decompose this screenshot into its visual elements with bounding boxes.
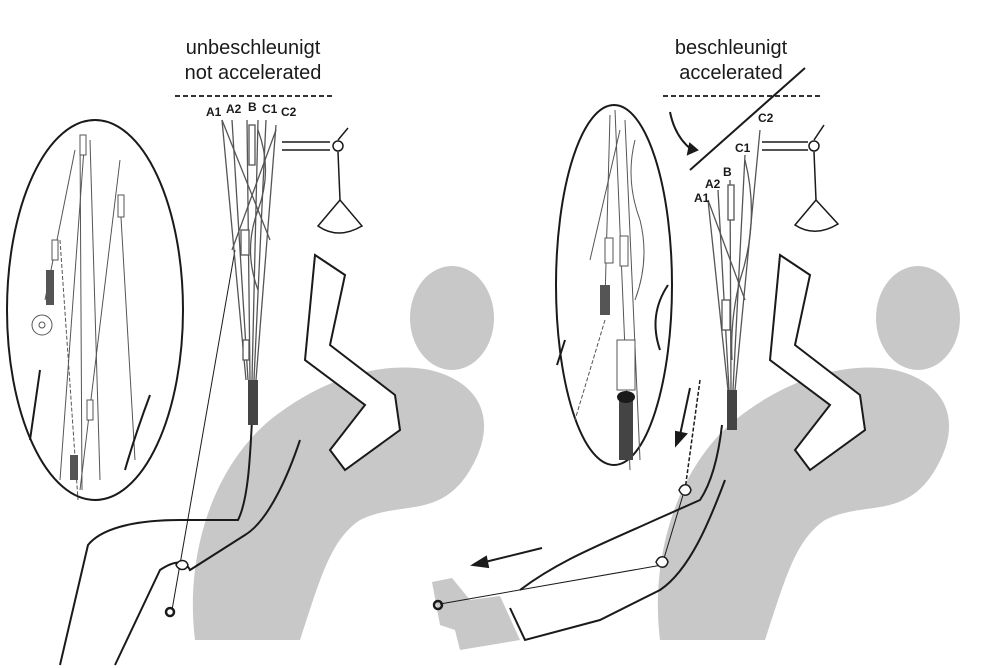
left-panel: A1 A2 B C1 C2 unbeschleunigt not acceler… [7, 37, 494, 665]
left-riser-labels: A1 A2 B C1 C2 [206, 100, 297, 119]
left-detail-magnifier [7, 120, 183, 500]
right-brake-handle [762, 125, 838, 231]
right-title-line2: accelerated [679, 62, 782, 84]
left-foot-ring [166, 608, 174, 616]
right-riser-label-c1: C1 [735, 141, 751, 155]
left-riser-label-a1: A1 [206, 105, 222, 119]
right-riser-label-c2: C2 [758, 111, 774, 125]
right-foot-outline [432, 578, 520, 650]
left-brake-handle [282, 128, 362, 233]
right-riser-strap [727, 390, 737, 430]
right-riser-label-b: B [723, 165, 732, 179]
right-title-line1: beschleunigt [675, 37, 788, 59]
right-riser-label-a1: A1 [694, 191, 710, 205]
left-riser-strap [248, 380, 258, 425]
left-riser-label-c2: C2 [281, 105, 297, 119]
left-title-line1: unbeschleunigt [186, 37, 321, 59]
right-riser-label-a2: A2 [705, 177, 721, 191]
left-riser-label-b: B [248, 100, 257, 114]
left-title-line2: not accelerated [185, 62, 322, 84]
left-riser-set [222, 120, 276, 380]
left-riser-label-c1: C1 [262, 102, 278, 116]
left-riser-label-a2: A2 [226, 102, 242, 116]
right-detail-magnifier [556, 105, 672, 470]
right-riser-set [708, 130, 760, 390]
right-panel: A1 A2 B C1 C2 beschleunigt accelerated [432, 37, 960, 650]
